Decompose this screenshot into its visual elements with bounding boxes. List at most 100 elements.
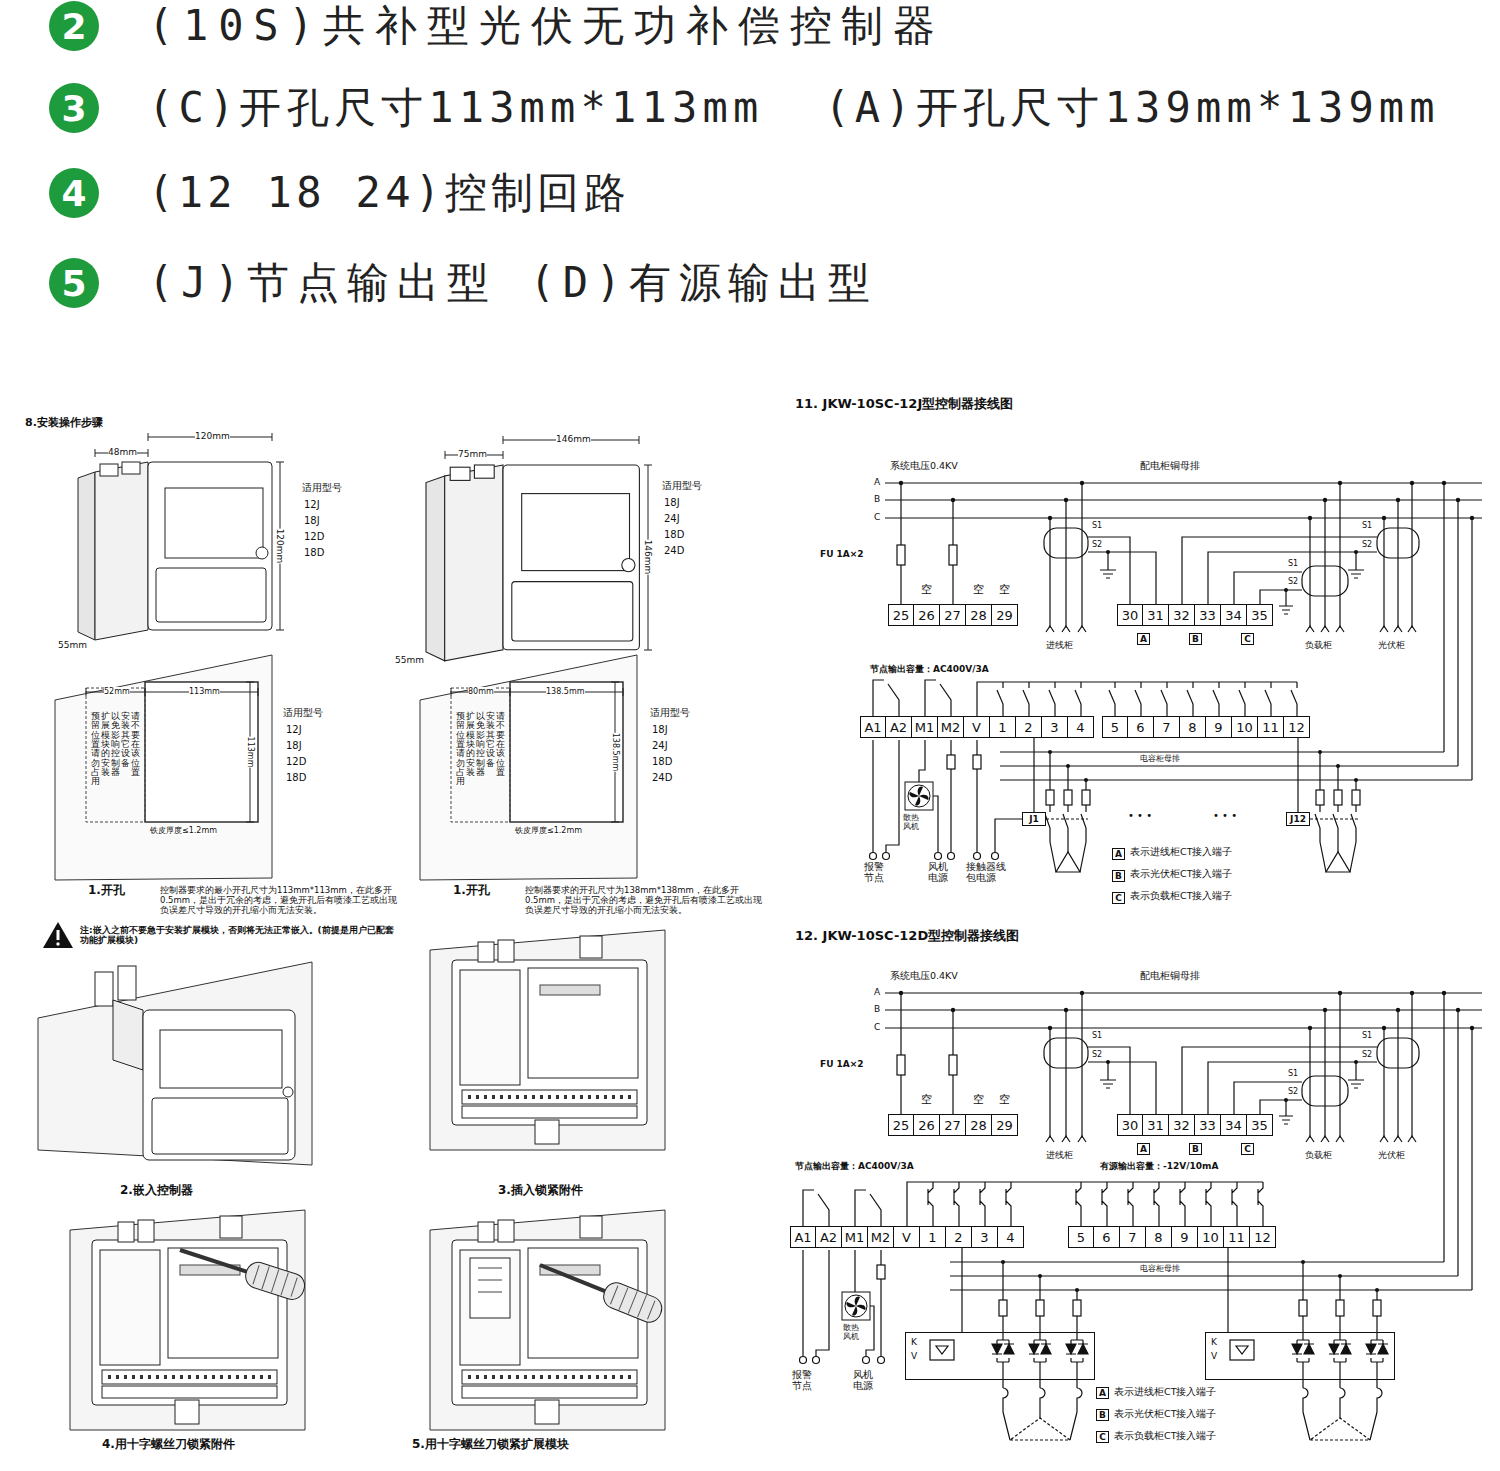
badge-circle <box>49 83 99 133</box>
wiring-diagram-12j <box>1000 752 1472 780</box>
terminal-tag: C <box>1112 892 1125 904</box>
terminal-tag: B <box>1189 633 1202 645</box>
label-text: 12J <box>304 499 320 511</box>
wiring-diagram-12j <box>974 853 981 860</box>
terminal-number: 9 <box>1172 1226 1198 1248</box>
label-text: 适用型号 <box>662 480 702 492</box>
terminal-number: 11 <box>1258 716 1284 738</box>
wiring-diagram-12j <box>1048 750 1358 782</box>
mounting-step <box>113 1000 143 1070</box>
wiring-diagram-12d <box>1338 1274 1342 1278</box>
terminal-number: 27 <box>940 604 966 626</box>
wiring-diagram-12j <box>992 853 999 860</box>
tag-text: K <box>911 1335 917 1349</box>
terminal-number: 11 <box>1224 1226 1250 1248</box>
terminal-strip: 56789101112 <box>1102 716 1310 738</box>
terminal-number: 26 <box>914 604 940 626</box>
badge-circle <box>49 258 99 308</box>
wiring-diagram-12d <box>878 1357 885 1364</box>
terminal-number: 25 <box>888 604 914 626</box>
terminal-number: 10 <box>1198 1226 1224 1248</box>
label-text: C <box>874 1022 880 1032</box>
terminal-number: A1 <box>790 1226 816 1248</box>
step-digit: 3 <box>61 88 86 129</box>
label-text: 138.5mm <box>546 687 585 696</box>
cutout-panel <box>55 655 272 880</box>
wiring-diagram-12j <box>1318 750 1322 754</box>
label-text: 18D <box>664 529 684 541</box>
wiring-diagram-12j <box>1066 764 1070 768</box>
terminal-number: 5 <box>1068 1226 1094 1248</box>
step-digit: 2 <box>61 6 86 47</box>
wiring-diagram-12d <box>800 991 1483 1440</box>
label-text: 进线柜 <box>1046 1150 1073 1160</box>
warning-icon <box>43 922 73 948</box>
label-text: 表示负载柜CT接入端子 <box>1114 1431 1216 1442</box>
label-text: 48mm <box>108 447 137 457</box>
terminal-number: 33 <box>1195 604 1221 626</box>
mounting-step <box>70 930 665 1430</box>
terminal-number: 10 <box>1232 716 1258 738</box>
terminal-number: 6 <box>1128 716 1154 738</box>
label-text: 52mm <box>104 687 130 696</box>
label-text: 24J <box>652 740 668 752</box>
wiring-diagram-12d <box>907 1182 1263 1226</box>
label-text: 接触器线 包电源 <box>966 862 1008 884</box>
terminal-number: 30 <box>1117 604 1143 626</box>
terminal-number: 12 <box>1250 1226 1276 1248</box>
label-text: 12D <box>304 531 324 543</box>
label-text: 表示进线柜CT接入端子 <box>1114 1387 1216 1398</box>
terminal-tag: J12 <box>1286 812 1310 826</box>
terminal-strip: 303132333435 <box>1117 604 1273 626</box>
label-text: 系统电压0.4KV <box>890 461 958 472</box>
label-text: 空 <box>921 584 932 597</box>
terminal-number: 30 <box>1117 1114 1143 1136</box>
tag-text: J12 <box>1290 815 1306 824</box>
terminal-tag: J1 <box>1022 812 1046 826</box>
controller-front-view <box>78 462 639 661</box>
terminal-strip: 303132333435 <box>1117 1114 1273 1136</box>
warning-icon <box>43 922 73 948</box>
label-text: 空 <box>999 1094 1010 1107</box>
step-number: 4 <box>48 167 100 219</box>
tag-text: J1 <box>1029 815 1039 824</box>
mounting-step <box>118 966 136 1000</box>
terminal-tag: B <box>1189 1143 1202 1155</box>
tag-text: C <box>1115 894 1122 903</box>
mounting-step <box>176 1238 308 1303</box>
label-text: 电容柜母排 <box>1140 754 1180 763</box>
label-text: 11. JKW-10SC-12J型控制器接线图 <box>795 397 1013 412</box>
wiring-diagram-12j <box>1081 790 1090 842</box>
label-text: 1.开孔 <box>453 884 490 898</box>
mounting-step <box>38 962 312 1165</box>
label-text: 节点输出容量：AC400V/3A <box>795 1161 914 1171</box>
wiring-diagram-12d <box>813 1357 820 1364</box>
wiring-diagram-12d <box>930 1340 954 1360</box>
label-text: 5.用十字螺丝刀锁紧扩展模块 <box>412 1438 569 1452</box>
terminal-number: 7 <box>1154 716 1180 738</box>
label-text: 2.嵌入控制器 <box>120 1184 193 1198</box>
label-text: 节点输出容量：AC400V/3A <box>870 664 989 674</box>
label-text: A <box>874 987 880 997</box>
label-text: S2 <box>1092 1050 1102 1059</box>
wiring-diagram-12d <box>877 1265 885 1279</box>
wiring-diagram-12j <box>997 682 1297 716</box>
label-text: B <box>874 1004 880 1014</box>
cutout-panel <box>55 655 637 880</box>
label-text: 8.安装操作步骤 <box>25 417 103 430</box>
label-text: S1 <box>1092 521 1102 530</box>
terminal-tag: B <box>1112 870 1125 882</box>
terminal-number: 29 <box>992 604 1018 626</box>
wiring-diagram-12d <box>1029 1300 1051 1412</box>
terminal-number: 7 <box>1120 1226 1146 1248</box>
terminal-number: 1 <box>990 716 1016 738</box>
label-text: FU 1A×2 <box>820 549 864 559</box>
terminal-number: 34 <box>1221 604 1247 626</box>
mounting-step <box>152 1098 288 1154</box>
wiring-diagram-12j <box>905 782 933 810</box>
panel-note: 以免影响控制器 <box>111 712 120 777</box>
panel-note: 扩展模块的安装 <box>101 712 110 777</box>
panel-note: 预留位置请勿占用 <box>91 712 100 787</box>
tag-text: A <box>1140 1145 1147 1154</box>
terminal-number: 4 <box>1068 716 1094 738</box>
